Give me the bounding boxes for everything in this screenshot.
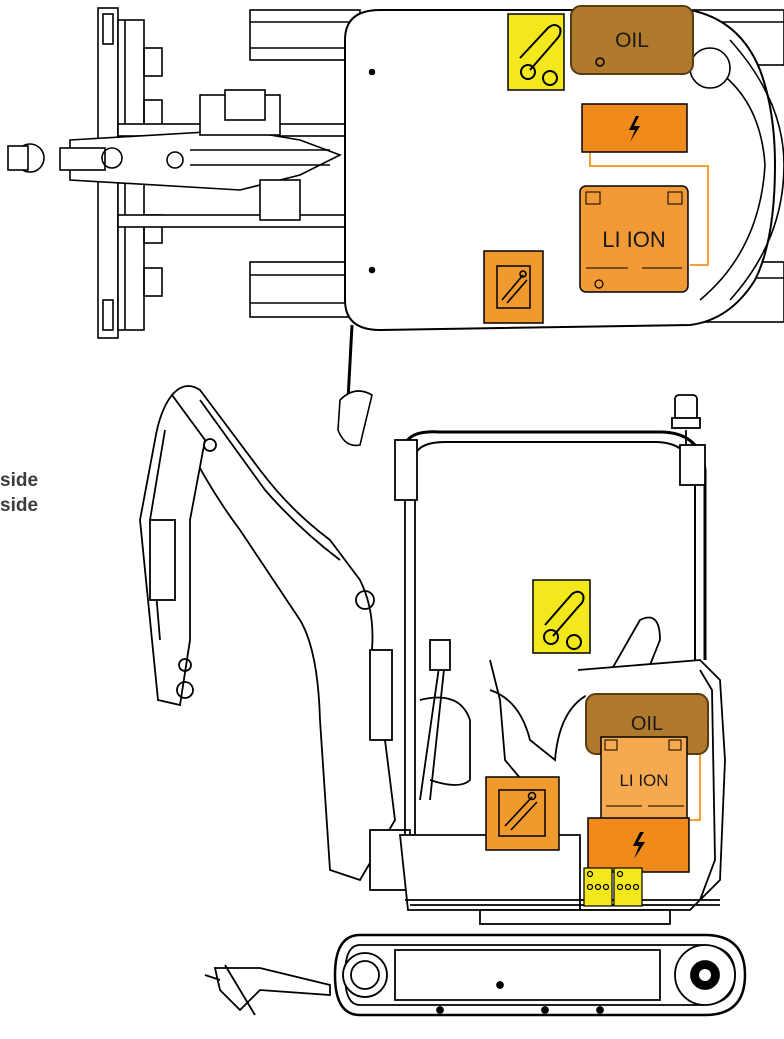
top-beacon (689, 47, 731, 89)
side-track (333, 933, 747, 1017)
top-li-ion-battery: LI ION (579, 185, 689, 293)
top-oil-label: OIL (615, 29, 649, 52)
side-beacon (674, 394, 698, 421)
side-hydraulic-orange (485, 776, 560, 851)
top-hydraulic-orange (483, 250, 544, 324)
electric-bolt-icon (633, 832, 645, 859)
side-seat (489, 616, 661, 762)
hydraulic-cylinder-icon (519, 24, 562, 86)
side-idler (342, 952, 388, 998)
side-oil-label: OIL (631, 713, 663, 735)
side-dozer (213, 967, 331, 1012)
electric-bolt-icon (629, 116, 640, 142)
top-li-ion-label: LI ION (602, 227, 666, 252)
battery-terminal-icon (586, 870, 640, 891)
hydraulic-cylinder-icon (543, 590, 585, 650)
hydraulic-cylinder-icon (501, 270, 528, 304)
side-li-ion-battery: LI ION (600, 736, 688, 826)
hydraulic-cylinder-icon (504, 791, 538, 831)
side-battery-terminals (583, 867, 643, 907)
top-hydraulic-yellow (507, 13, 565, 91)
top-wiring (589, 148, 709, 266)
side-label-1: side (0, 470, 39, 491)
side-label-2: side (0, 495, 39, 516)
top-view (7, 7, 784, 447)
top-mirror (337, 390, 373, 447)
side-li-ion-label: LI ION (619, 771, 668, 790)
side-boom (170, 385, 396, 882)
side-electric-box (587, 817, 690, 873)
top-electric-box (581, 103, 688, 153)
top-oil-tank: OIL (570, 5, 694, 75)
track-top-right (249, 261, 361, 318)
track-top-left (249, 9, 361, 61)
side-hydraulic-yellow (532, 579, 591, 654)
